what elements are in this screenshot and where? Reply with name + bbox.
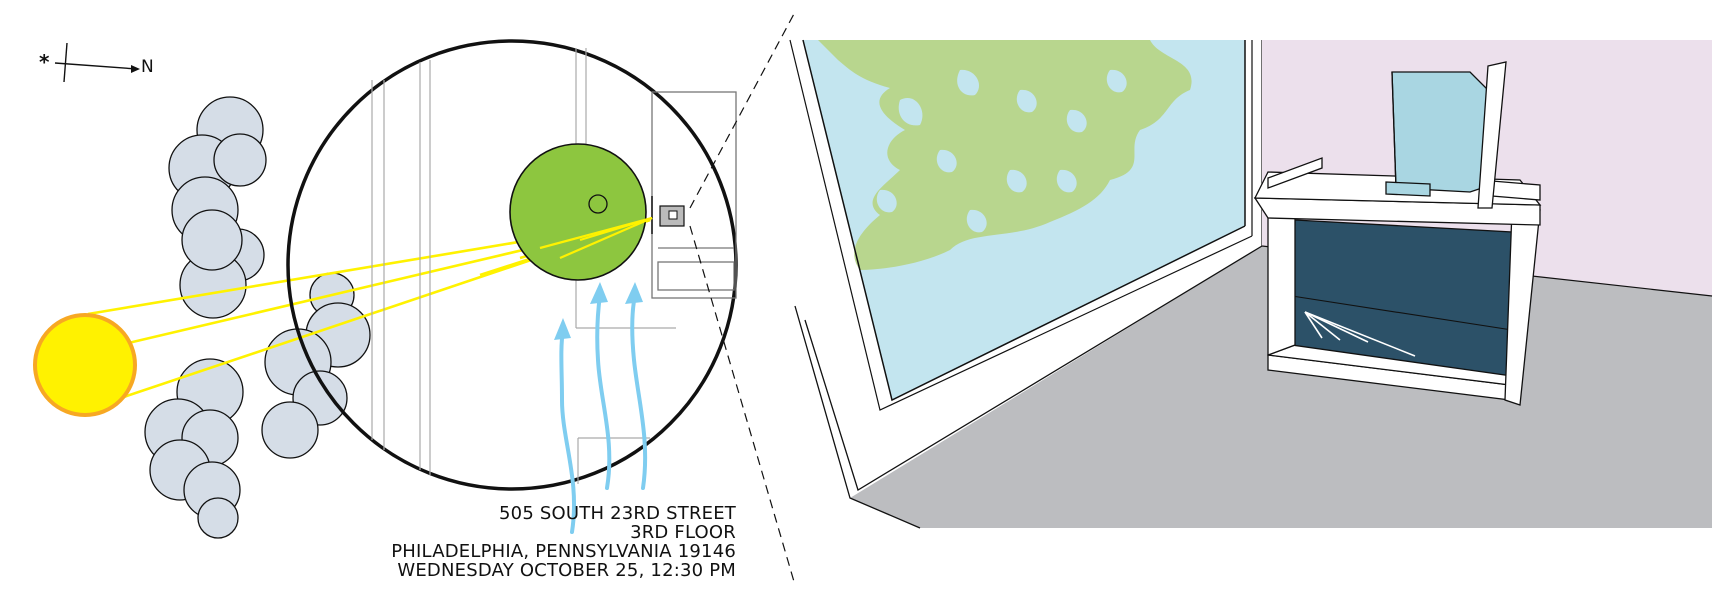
tree-canopy (509, 143, 647, 281)
address-datetime: WEDNESDAY OCTOBER 25, 12:30 PM (397, 560, 736, 581)
tree-trunk (588, 194, 608, 214)
box-light-rays (1304, 311, 1416, 357)
address-street: 505 SOUTH 23RD STREET (499, 503, 736, 524)
callout-lines (689, 11, 796, 586)
airflow-arrowheads (554, 282, 643, 340)
reflector-panel (1385, 61, 1507, 209)
address-city: PHILADELPHIA, PENNSYLVANIA 19146 (391, 541, 736, 562)
north-label: N (141, 57, 154, 77)
magnifier-circle (286, 39, 738, 491)
foliage (818, 40, 1192, 270)
address-floor: 3RD FLOOR (630, 522, 736, 543)
solar-box (1253, 157, 1542, 406)
cloud-cluster-middle (261, 272, 371, 459)
cloud-cluster-bottom (144, 358, 244, 539)
south-marker: * (39, 50, 50, 74)
cloud-cluster-left (168, 96, 267, 319)
sun (33, 313, 137, 417)
foliage-gaps (876, 69, 1127, 233)
room-perspective (789, 39, 1713, 529)
airflow-arrows (559, 293, 648, 534)
compass (54, 42, 140, 83)
